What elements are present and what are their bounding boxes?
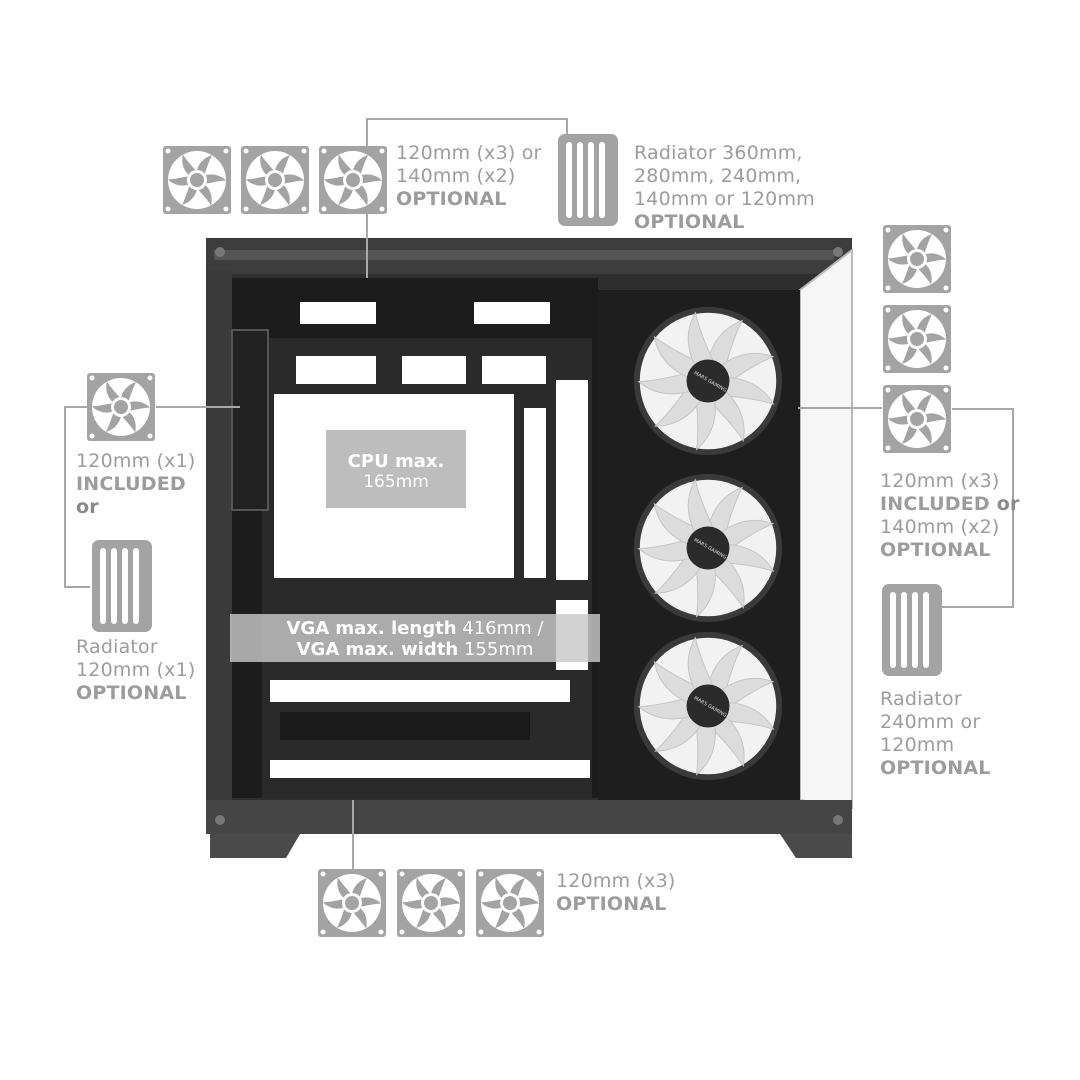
right-fan-optional: OPTIONAL [880, 539, 991, 561]
bottom-fan-optional: OPTIONAL [556, 893, 667, 915]
fan-icon [882, 384, 952, 454]
fan-icon [882, 304, 952, 374]
top-fan-optional: OPTIONAL [396, 188, 507, 210]
top-radiator-label: Radiator 360mm, 280mm, 240mm, 140mm or 1… [634, 142, 815, 234]
right-radiator-label: Radiator 240mm or 120mm OPTIONAL [880, 688, 991, 780]
right-radiator-optional: OPTIONAL [880, 757, 991, 779]
right-radiator-line: 240mm or [880, 711, 981, 733]
right-fan-included-line: INCLUDED or [880, 493, 1020, 516]
right-fan-label: 120mm (x3) INCLUDED or 140mm (x2) OPTION… [880, 470, 1020, 562]
fan-icon [162, 145, 232, 215]
fan-icon [240, 145, 310, 215]
top-radiator-size-line: 140mm or 120mm [634, 188, 815, 210]
top-radiator-size-line: Radiator 360mm, [634, 142, 803, 164]
top-fan-size-line: 120mm (x3) or [396, 142, 542, 164]
fan-icon [86, 372, 156, 442]
connector-line [352, 800, 354, 870]
connector-line [566, 118, 568, 134]
right-radiator-line: Radiator [880, 688, 962, 710]
left-fan-label: 120mm (x1) INCLUDED or [76, 450, 195, 519]
connector-line [942, 606, 1014, 608]
top-fan-size-line: 140mm (x2) [396, 165, 516, 187]
left-fan-included: INCLUDED [76, 473, 186, 495]
right-fan-or: or [989, 493, 1020, 515]
vga-length-label: VGA max. length [286, 618, 457, 639]
fan-icon [396, 868, 466, 938]
radiator-icon [90, 540, 154, 632]
left-radiator-optional: OPTIONAL [76, 682, 187, 704]
connector-line [798, 407, 882, 409]
connector-line [952, 408, 1014, 410]
cpu-clearance-title: CPU max. [347, 451, 445, 472]
top-radiator-optional: OPTIONAL [634, 211, 745, 233]
fan-icon [317, 868, 387, 938]
vga-width-line: VGA max. width 155mm [230, 639, 600, 660]
vga-length-line: VGA max. length 416mm / [230, 618, 600, 639]
radiator-icon [556, 134, 620, 226]
left-radiator-line: 120mm (x1) [76, 659, 196, 681]
connector-line [156, 406, 240, 408]
connector-line [366, 118, 568, 120]
connector-line [1012, 408, 1014, 608]
right-fan-size-line: 120mm (x3) [880, 470, 1000, 492]
right-fan-included: INCLUDED [880, 493, 990, 515]
fan-icon [475, 868, 545, 938]
left-radiator-line: Radiator [76, 636, 158, 658]
connector-line [64, 406, 66, 588]
vga-clearance-box: VGA max. length 416mm / VGA max. width 1… [230, 614, 600, 662]
vga-length-value: 416mm / [456, 618, 544, 639]
top-radiator-size-line: 280mm, 240mm, [634, 165, 802, 187]
cpu-clearance-value: 165mm [363, 472, 429, 492]
vga-width-label: VGA max. width [296, 639, 459, 660]
vga-width-value: 155mm [458, 639, 534, 660]
connector-line [64, 406, 88, 408]
radiator-icon [880, 584, 944, 676]
right-radiator-line: 120mm [880, 734, 955, 756]
fan-icon [318, 145, 388, 215]
left-fan-size-line: 120mm (x1) [76, 450, 196, 472]
cpu-clearance-box: CPU max. 165mm [326, 430, 466, 508]
connector-line [64, 586, 90, 588]
bottom-fan-label: 120mm (x3) OPTIONAL [556, 870, 675, 916]
right-fan-size-line: 140mm (x2) [880, 516, 1000, 538]
bottom-fan-size-line: 120mm (x3) [556, 870, 676, 892]
top-fan-label: 120mm (x3) or 140mm (x2) OPTIONAL [396, 142, 542, 211]
fan-icon [882, 224, 952, 294]
left-radiator-label: Radiator 120mm (x1) OPTIONAL [76, 636, 195, 705]
left-fan-or: or [76, 496, 99, 518]
